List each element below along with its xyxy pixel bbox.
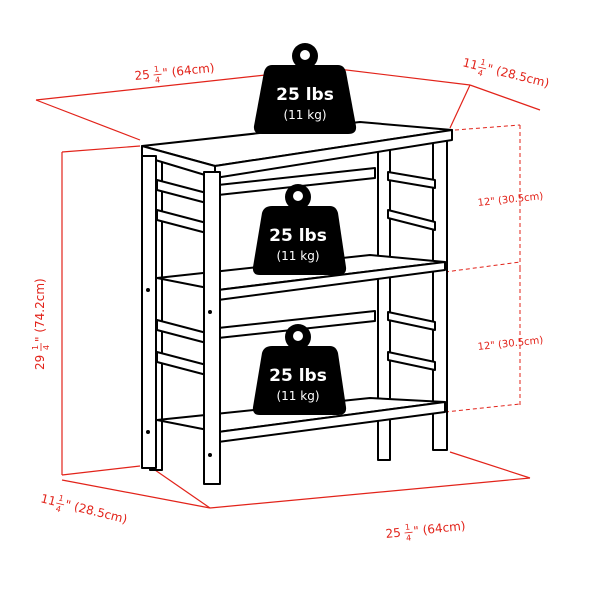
weight-sub-label: (11 kg) — [283, 108, 326, 122]
label-bottom-width: 25 1 4 " (64cm) — [385, 519, 466, 543]
svg-text:25: 25 — [385, 525, 402, 541]
svg-text:25: 25 — [134, 67, 151, 83]
weight-badge-middle: 25 lbs (11 kg) — [252, 184, 347, 275]
weight-sub-label: (11 kg) — [276, 389, 319, 403]
bookshelf — [141, 121, 453, 485]
dimension-lines — [35, 67, 541, 509]
svg-text:4: 4 — [477, 68, 484, 78]
label-shelf-gap-lower: 12" (30.5cm) — [477, 335, 544, 353]
svg-text:11: 11 — [461, 55, 479, 72]
svg-text:4: 4 — [42, 345, 51, 350]
svg-text:11: 11 — [39, 491, 57, 508]
svg-text:1: 1 — [31, 345, 40, 350]
svg-text:" (64cm): " (64cm) — [162, 61, 215, 80]
label-height: 29 1 4 " (74.2cm) — [31, 278, 51, 370]
weight-sub-label: (11 kg) — [276, 249, 319, 263]
svg-text:" (74.2cm): " (74.2cm) — [33, 278, 47, 342]
label-bottom-depth: 11 1 4 " (28.5cm) — [39, 491, 129, 526]
weight-badge-top: 25 lbs (11 kg) — [253, 43, 357, 134]
svg-text:" (64cm): " (64cm) — [413, 519, 466, 538]
svg-text:4: 4 — [55, 504, 62, 514]
weight-main-label: 25 lbs — [269, 366, 327, 386]
weight-badge-bottom: 25 lbs (11 kg) — [252, 324, 347, 415]
svg-text:1: 1 — [57, 493, 64, 503]
svg-text:1: 1 — [154, 64, 160, 73]
svg-text:1: 1 — [405, 522, 411, 531]
label-top-width: 25 1 4 " (64cm) — [134, 61, 215, 85]
label-top-depth: 11 1 4 " (28.5cm) — [461, 55, 551, 90]
svg-text:4: 4 — [155, 75, 161, 84]
svg-text:1: 1 — [479, 57, 486, 67]
svg-text:29: 29 — [33, 355, 47, 370]
label-shelf-gap-upper: 12" (30.5cm) — [477, 191, 544, 209]
svg-text:4: 4 — [406, 533, 412, 542]
weight-main-label: 25 lbs — [276, 85, 334, 105]
svg-text:" (28.5cm): " (28.5cm) — [486, 61, 551, 90]
weight-main-label: 25 lbs — [269, 226, 327, 246]
svg-text:" (28.5cm): " (28.5cm) — [64, 497, 129, 526]
